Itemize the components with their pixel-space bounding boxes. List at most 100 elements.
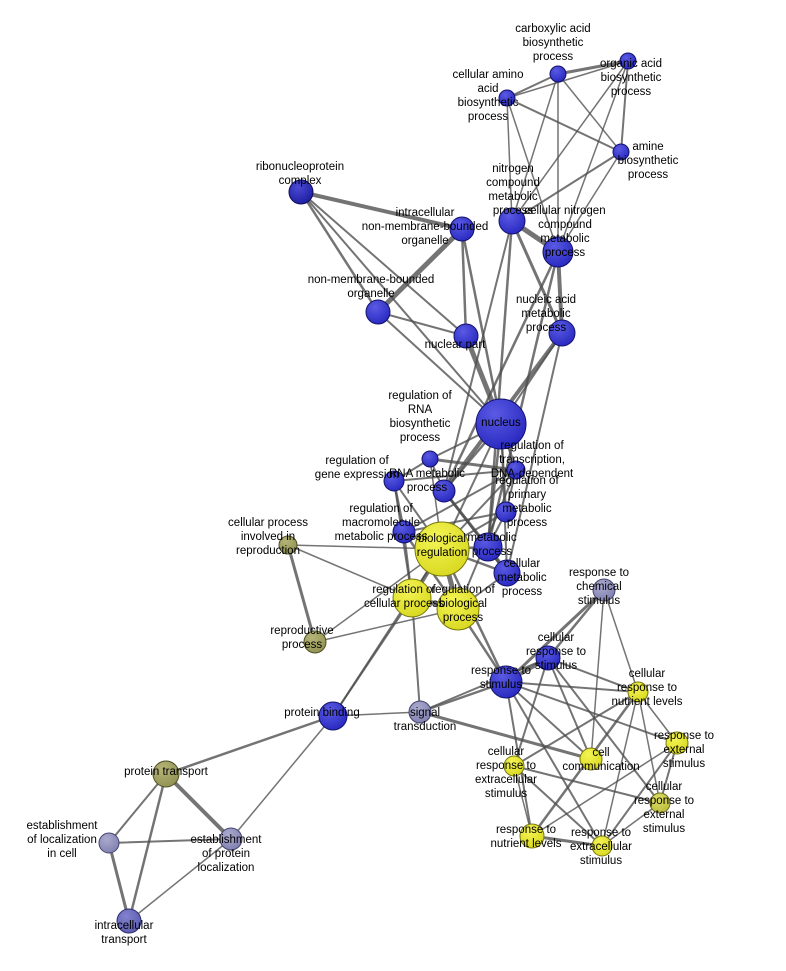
graph-edge[interactable] — [428, 457, 518, 472]
node-reproductive-process[interactable] — [303, 630, 327, 654]
node-regulation-of-cellular-process[interactable] — [392, 578, 432, 618]
node-establishment-of-localization-in-cell[interactable] — [98, 832, 120, 854]
graph-edge[interactable] — [286, 543, 317, 644]
graph-edge[interactable] — [505, 681, 603, 847]
graph-edge[interactable] — [486, 250, 560, 549]
graph-edge[interactable] — [547, 657, 592, 760]
node-nuclear-part[interactable] — [453, 323, 479, 349]
graph-edge[interactable] — [164, 772, 233, 841]
graph-edge[interactable] — [108, 838, 232, 844]
graph-edge[interactable] — [486, 219, 514, 549]
node-regulation-of-macromolecule-metabolic-process[interactable] — [392, 520, 416, 544]
graph-edge[interactable] — [620, 60, 629, 153]
graph-edge[interactable] — [107, 841, 131, 923]
node-metabolic-process[interactable] — [473, 532, 503, 562]
node-cellular-response-to-stimulus[interactable] — [535, 645, 561, 671]
graph-edge[interactable] — [505, 681, 678, 744]
graph-edge[interactable] — [127, 772, 168, 923]
graph-edge[interactable] — [556, 59, 630, 76]
graph-edge[interactable] — [287, 544, 413, 599]
graph-edge[interactable] — [557, 151, 622, 253]
node-regulation-of-transcription-dna-dependent[interactable] — [506, 460, 526, 480]
graph-edge[interactable] — [601, 802, 661, 847]
graph-edge[interactable] — [510, 219, 564, 335]
node-cellular-response-to-extracellular-stimulus[interactable] — [503, 755, 525, 777]
node-nucleic-acid-metabolic-process[interactable] — [548, 319, 576, 347]
node-regulation-of-primary-metabolic-process[interactable] — [495, 501, 517, 523]
graph-edge[interactable] — [506, 97, 513, 222]
node-regulation-of-biological-process[interactable] — [436, 587, 480, 631]
graph-edge[interactable] — [603, 589, 639, 693]
node-nitrogen-compound-metabolic-process[interactable] — [498, 207, 526, 235]
node-biological-regulation[interactable] — [414, 521, 470, 577]
node-rna-metabolic-process[interactable] — [432, 479, 456, 503]
node-protein-transport[interactable] — [152, 760, 180, 788]
graph-edge[interactable] — [377, 311, 467, 337]
graph-edge[interactable] — [513, 657, 549, 767]
graph-edge[interactable] — [506, 332, 563, 574]
node-cellular-amino-acid-biosynthetic-process[interactable] — [498, 89, 516, 107]
node-carboxylic-acid-biosynthetic-process[interactable] — [549, 65, 567, 83]
graph-edge[interactable] — [164, 714, 335, 776]
graph-edge[interactable] — [300, 191, 502, 425]
graph-edge[interactable] — [506, 97, 622, 153]
graph-edge[interactable] — [418, 710, 593, 761]
graph-edge[interactable] — [128, 838, 232, 922]
graph-edge[interactable] — [460, 227, 468, 338]
graph-edge[interactable] — [513, 691, 639, 767]
graph-edge[interactable] — [513, 765, 661, 804]
node-cellular-metabolic-process[interactable] — [493, 559, 521, 587]
graph-edge[interactable] — [546, 588, 606, 660]
graph-edge[interactable] — [505, 681, 639, 693]
node-intracellular-non-membrane-bounded-organelle[interactable] — [449, 216, 475, 242]
graph-edge[interactable] — [299, 190, 464, 231]
node-nucleus[interactable] — [475, 398, 527, 450]
node-non-membrane-bounded-organelle[interactable] — [365, 299, 391, 325]
node-cellular-response-to-nutrient-levels[interactable] — [627, 681, 649, 703]
node-response-to-external-stimulus[interactable] — [665, 731, 689, 755]
graph-edge[interactable] — [506, 73, 559, 99]
graph-edge[interactable] — [511, 60, 629, 222]
graph-edge[interactable] — [108, 773, 167, 844]
graph-edge[interactable] — [601, 742, 678, 847]
graph-edge[interactable] — [332, 711, 421, 717]
node-response-to-extracellular-stimulus[interactable] — [591, 835, 613, 857]
graph-edge[interactable] — [601, 691, 639, 847]
graph-edge[interactable] — [547, 657, 639, 693]
node-response-to-nutrient-levels[interactable] — [519, 823, 545, 849]
graph-edge[interactable] — [377, 311, 502, 425]
graph-edge[interactable] — [332, 597, 413, 717]
graph-edge[interactable] — [637, 691, 661, 804]
graph-edge[interactable] — [547, 657, 661, 804]
graph-edge[interactable] — [419, 657, 549, 713]
graph-edge[interactable] — [314, 608, 459, 643]
graph-edge[interactable] — [300, 191, 467, 337]
node-signal-transduction[interactable] — [408, 700, 432, 724]
graph-edge[interactable] — [504, 588, 606, 684]
graph-edge[interactable] — [590, 589, 605, 760]
graph-edge[interactable] — [511, 151, 622, 222]
graph-edge[interactable] — [442, 250, 560, 493]
node-regulation-of-rna-biosynthetic-process[interactable] — [421, 450, 439, 468]
node-cell-communication[interactable] — [579, 747, 603, 771]
node-regulation-of-gene-expression[interactable] — [383, 470, 405, 492]
node-protein-binding[interactable] — [318, 701, 348, 731]
graph-edge[interactable] — [393, 469, 517, 482]
graph-edge[interactable] — [299, 190, 380, 314]
node-organic-acid-biosynthetic-process[interactable] — [619, 52, 637, 70]
node-ribonucleoprotein-complex[interactable] — [288, 179, 314, 205]
node-response-to-chemical-stimulus[interactable] — [592, 578, 616, 602]
node-establishment-of-protein-localization[interactable] — [219, 827, 243, 851]
node-cellular-nitrogen-compound-metabolic-process[interactable] — [542, 236, 574, 268]
graph-edge[interactable] — [511, 73, 559, 222]
node-cellular-process-involved-in-reproduction[interactable] — [278, 535, 298, 555]
node-response-to-stimulus[interactable] — [489, 665, 523, 699]
node-intracellular-transport[interactable] — [116, 908, 142, 934]
graph-edge[interactable] — [375, 226, 465, 315]
graph-edge[interactable] — [230, 715, 334, 840]
node-cellular-response-to-external-stimulus[interactable] — [649, 792, 671, 814]
graph-edge[interactable] — [506, 97, 559, 253]
graph-edge[interactable] — [513, 765, 603, 847]
graph-edge[interactable] — [403, 511, 507, 533]
graph-edge[interactable] — [506, 60, 629, 99]
